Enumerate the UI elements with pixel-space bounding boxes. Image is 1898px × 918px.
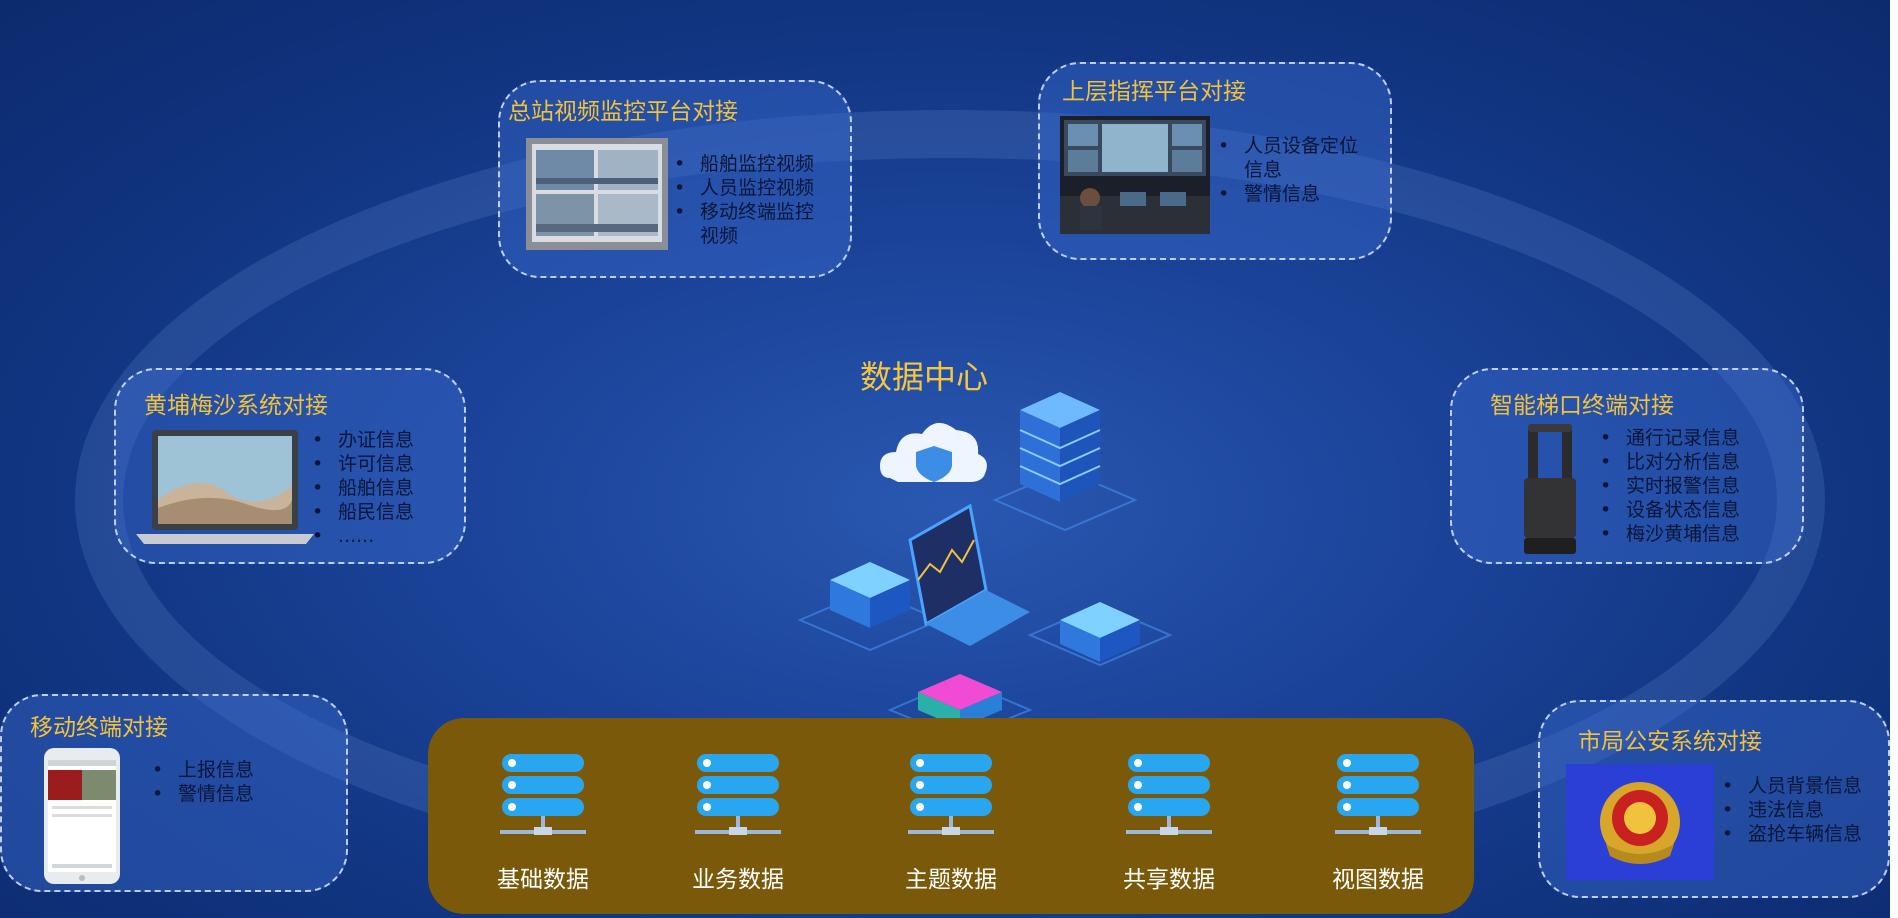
server-icon (908, 754, 994, 835)
data-center-illustration (797, 392, 1173, 740)
server-icon (1335, 754, 1421, 835)
list-item-continuation: 视频 (700, 225, 739, 247)
database-label: 视图数据 (1332, 867, 1424, 893)
panel-huangpu: 黄埔梅沙系统对接 办证信息 许可信息 船舶信息 船民信息 ...... (114, 368, 466, 564)
panel-title: 上层指挥平台对接 (1062, 79, 1246, 105)
panel-title: 智能梯口终端对接 (1490, 393, 1674, 419)
list-item: 梅沙黄埔信息 (1598, 522, 1740, 546)
panel-command: 上层指挥平台对接 人员设备定位 信息 警情信息 (1038, 62, 1392, 260)
panel-title: 移动终端对接 (30, 715, 168, 741)
list-item: 船舶信息 (310, 476, 414, 500)
list-item: 盗抢车辆信息 (1720, 822, 1862, 846)
left-storage-block-icon (830, 562, 910, 628)
data-center-title: 数据中心 (860, 358, 989, 396)
list-item: 许可信息 (310, 452, 414, 476)
list-item: ...... (310, 524, 414, 548)
ladder-list: 通行记录信息 比对分析信息 实时报警信息 设备状态信息 梅沙黄埔信息 (1598, 426, 1740, 546)
laptop-image (136, 430, 314, 550)
list-item: 移动终端监控 (672, 200, 814, 224)
list-item: 违法信息 (1720, 798, 1862, 822)
list-item: 上报信息 (150, 758, 254, 782)
list-item: 警情信息 (150, 782, 254, 806)
database-label: 基础数据 (497, 867, 589, 893)
database-label: 业务数据 (692, 867, 784, 893)
laptop-icon (908, 503, 1030, 646)
right-edge (1890, 0, 1898, 918)
video-wall-image (526, 138, 668, 250)
list-item: 人员设备定位 (1216, 134, 1358, 158)
command-center-image (1060, 116, 1210, 234)
list-item: 船舶监控视频 (672, 152, 814, 176)
list-item: 船民信息 (310, 500, 414, 524)
server-stack-icon (1019, 392, 1101, 502)
right-storage-block-icon (1060, 602, 1140, 662)
panel-police: 市局公安系统对接 人员背景信息 违法信息 盗抢车辆信息 (1538, 700, 1890, 898)
command-list-2: 警情信息 (1216, 182, 1320, 206)
server-icon (500, 754, 586, 835)
mobile-phone-image (44, 748, 120, 884)
list-item: 设备状态信息 (1598, 498, 1740, 522)
mobile-list: 上报信息 警情信息 (150, 758, 254, 806)
panel-title: 市局公安系统对接 (1578, 729, 1762, 755)
list-item: 办证信息 (310, 428, 414, 452)
panel-ladder-terminal: 智能梯口终端对接 通行记录信息 比对分析信息 实时报警信息 设备状态信息 梅沙黄… (1450, 368, 1804, 564)
list-item-continuation: 信息 (1244, 159, 1283, 181)
police-list: 人员背景信息 违法信息 盗抢车辆信息 (1720, 774, 1862, 846)
list-item: 实时报警信息 (1598, 474, 1740, 498)
command-list: 人员设备定位 (1216, 134, 1358, 158)
panel-station-video: 总站视频监控平台对接 船舶监控视频 人员监控视频 移动终端监控 视频 (498, 80, 852, 278)
list-item: 人员背景信息 (1720, 774, 1862, 798)
panel-mobile: 移动终端对接 上报信息 警情信息 (0, 694, 348, 892)
cloud-security-icon (880, 422, 987, 482)
list-item: 通行记录信息 (1598, 426, 1740, 450)
police-emblem-image (1566, 764, 1714, 880)
database-label: 主题数据 (905, 867, 997, 893)
panel-title: 黄埔梅沙系统对接 (144, 393, 328, 419)
gate-terminal-image (1520, 422, 1580, 558)
panel-title: 总站视频监控平台对接 (508, 99, 738, 125)
database-label: 共享数据 (1123, 867, 1215, 893)
huangpu-list: 办证信息 许可信息 船舶信息 船民信息 ...... (310, 428, 414, 548)
station-video-list: 船舶监控视频 人员监控视频 移动终端监控 (672, 152, 814, 224)
server-icon (695, 754, 781, 835)
server-icon (1126, 754, 1212, 835)
list-item: 警情信息 (1216, 182, 1320, 206)
list-item: 比对分析信息 (1598, 450, 1740, 474)
list-item: 人员监控视频 (672, 176, 814, 200)
